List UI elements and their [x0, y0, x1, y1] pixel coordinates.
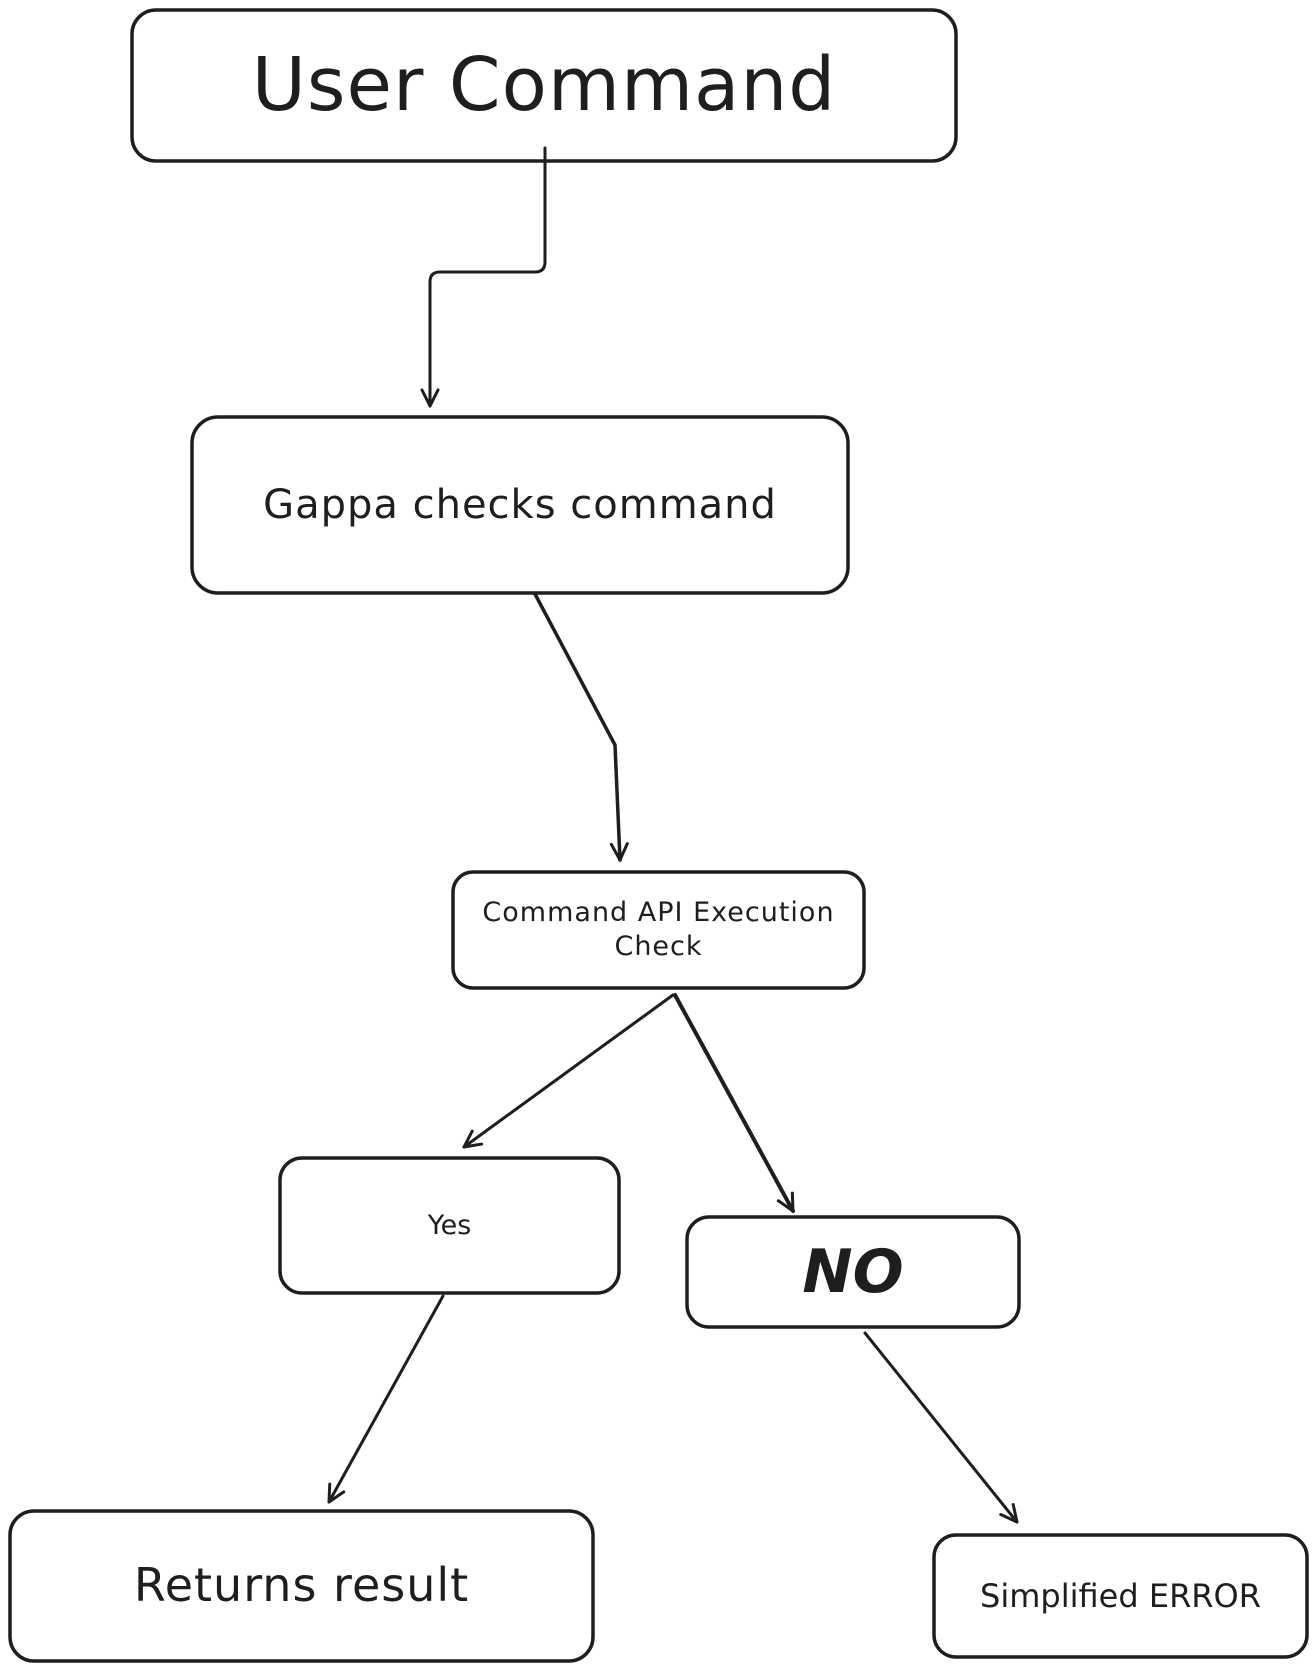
yes-label: Yes: [427, 1209, 472, 1241]
gappa-checks-node: Gappa checks command: [192, 417, 848, 593]
simplified-error-label: Simplified ERROR: [980, 1577, 1261, 1615]
user-command-label: User Command: [251, 42, 837, 129]
api-check-label-line1: Command API Execution: [482, 897, 835, 929]
yes-box: [278, 1156, 621, 1295]
user-command-node: User Command: [132, 10, 956, 161]
no-label: NO: [802, 1236, 904, 1307]
api-check-box: [451, 870, 866, 990]
gappa-checks-box: [190, 415, 850, 595]
edge-user-to-gappa: [420, 146, 547, 408]
gappa-checks-label: Gappa checks command: [263, 482, 777, 528]
edge-yes-to-returns: [327, 1294, 445, 1504]
simplified-error-box: [932, 1533, 1309, 1659]
simplified-error-node: Simplified ERROR: [934, 1535, 1307, 1657]
edge-gappa-to-api: [533, 592, 629, 862]
returns-result-node: Returns result: [10, 1511, 593, 1661]
no-box: [685, 1215, 1021, 1329]
yes-node: Yes: [280, 1158, 619, 1293]
edge-api-to-yes: [462, 993, 675, 1149]
returns-result-label: Returns result: [133, 1558, 470, 1613]
no-node: NO: [687, 1217, 1019, 1327]
edge-api-to-no: [673, 993, 795, 1213]
edge-no-to-error: [863, 1331, 1019, 1524]
api-check-label-line2: Check: [614, 931, 703, 962]
api-check-node: Command API Execution Check: [453, 872, 864, 988]
returns-result-box: [8, 1509, 595, 1663]
